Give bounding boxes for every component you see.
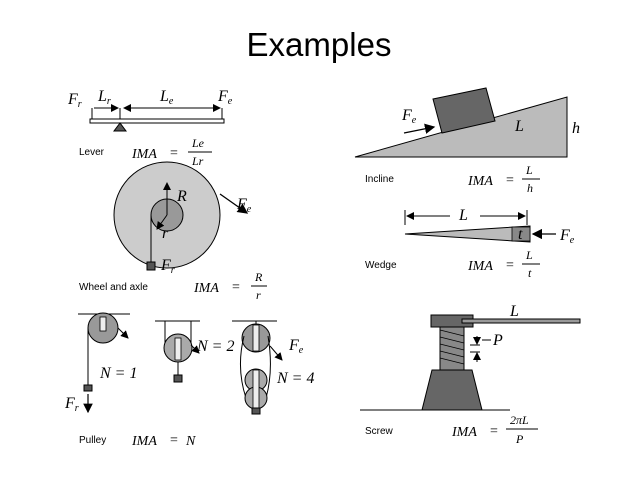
wheel-fe-label: F bbox=[236, 196, 247, 213]
pulley-caption: Pulley bbox=[79, 435, 106, 446]
pulley-ima-rhs: N bbox=[185, 434, 196, 449]
svg-text:=: = bbox=[506, 173, 514, 188]
incline-ima: IMA bbox=[467, 174, 493, 189]
incline-diagram: Fe L h Incline IMA = L h bbox=[354, 87, 580, 195]
wedge-shape bbox=[404, 225, 531, 243]
screw-jack-base bbox=[421, 369, 483, 411]
wedge-diagram: L t Fe Wedge IMA = L t bbox=[365, 207, 575, 280]
lever-caption: Lever bbox=[79, 147, 105, 158]
svg-text:Fr: Fr bbox=[64, 395, 79, 414]
wedge-ima: IMA bbox=[467, 259, 493, 274]
incline-fe-label: F bbox=[401, 107, 412, 124]
svg-text:Fe: Fe bbox=[217, 88, 233, 107]
lever-ima-num: Le bbox=[191, 136, 205, 150]
pulley-fe-label: F bbox=[288, 337, 299, 354]
wedge-t-label: t bbox=[518, 226, 523, 243]
screw-handle bbox=[461, 318, 581, 324]
lever-ima-den: Lr bbox=[191, 154, 204, 168]
screw-diagram: L P Screw IMA = 2πL P bbox=[360, 303, 581, 446]
screw-thread bbox=[439, 326, 465, 371]
svg-text:Fe: Fe bbox=[288, 337, 304, 356]
svg-text:=: = bbox=[170, 433, 178, 448]
wedge-ima-num: L bbox=[525, 248, 533, 262]
wheel-ima: IMA bbox=[193, 281, 219, 296]
pulley-diagram: N = 1 Fr N = 2 Fe N = 4 bbox=[64, 312, 314, 449]
pulley-n1-label: N = 1 bbox=[99, 365, 137, 382]
wedge-ima-den: t bbox=[528, 266, 532, 280]
screw-ima-den: P bbox=[515, 432, 524, 446]
svg-text:Fr: Fr bbox=[160, 257, 175, 276]
lever-fr-label: F bbox=[67, 91, 78, 108]
lever-diagram: Fr Lr Le Fe Lever IMA = Le Lr bbox=[67, 88, 233, 168]
svg-text:=: = bbox=[170, 146, 178, 161]
wedge-l-label: L bbox=[458, 207, 468, 224]
pulley-1-load bbox=[83, 384, 93, 392]
incline-block bbox=[432, 87, 496, 134]
incline-l-label: L bbox=[514, 118, 524, 135]
wheel-ima-den: r bbox=[256, 288, 261, 302]
lever-lr-label: L bbox=[97, 88, 107, 105]
screw-ima: IMA bbox=[451, 425, 477, 440]
fulcrum bbox=[113, 122, 127, 132]
wheel-fr-label: F bbox=[160, 257, 171, 274]
svg-text:Fe: Fe bbox=[236, 196, 252, 215]
lever-le-label: L bbox=[159, 88, 169, 105]
screw-p-label: P bbox=[492, 332, 503, 349]
pulley-ima: IMA bbox=[131, 434, 157, 449]
svg-text:=: = bbox=[506, 258, 514, 273]
lever-fe-label: F bbox=[217, 88, 228, 105]
wedge-fe-label: F bbox=[559, 227, 570, 244]
pulley-4-load bbox=[251, 407, 261, 415]
incline-ima-num: L bbox=[525, 163, 533, 177]
wheel-load bbox=[146, 261, 156, 271]
pulley-n2-label: N = 2 bbox=[196, 338, 234, 355]
svg-text:Fr: Fr bbox=[67, 91, 82, 110]
incline-h-label: h bbox=[572, 120, 580, 137]
wheel-R-label: R bbox=[176, 188, 187, 205]
slide-title: Examples bbox=[246, 26, 392, 63]
screw-ima-num: 2πL bbox=[510, 413, 529, 427]
svg-text:Fe: Fe bbox=[559, 227, 575, 246]
wheel-caption: Wheel and axle bbox=[79, 282, 148, 293]
pulley-n4-label: N = 4 bbox=[276, 370, 314, 387]
screw-caption: Screw bbox=[365, 426, 394, 437]
svg-text:Le: Le bbox=[159, 88, 174, 107]
svg-text:Lr: Lr bbox=[97, 88, 111, 107]
wheel-and-axle-diagram: R r Fe Fr Wheel and axle IMA = R r bbox=[79, 161, 267, 302]
svg-text:=: = bbox=[232, 280, 240, 295]
pulley-2-load bbox=[173, 374, 183, 383]
screw-l-label: L bbox=[509, 303, 519, 320]
incline-caption: Incline bbox=[365, 174, 394, 185]
pulley-fr-label: F bbox=[64, 395, 75, 412]
svg-text:Fe: Fe bbox=[401, 107, 417, 126]
incline-ima-den: h bbox=[527, 181, 533, 195]
wheel-r-label: r bbox=[162, 225, 169, 242]
wheel-ima-num: R bbox=[254, 270, 263, 284]
wedge-caption: Wedge bbox=[365, 260, 397, 271]
lever-ima: IMA bbox=[131, 147, 157, 162]
lever-beam bbox=[89, 118, 225, 124]
svg-text:=: = bbox=[490, 424, 498, 439]
